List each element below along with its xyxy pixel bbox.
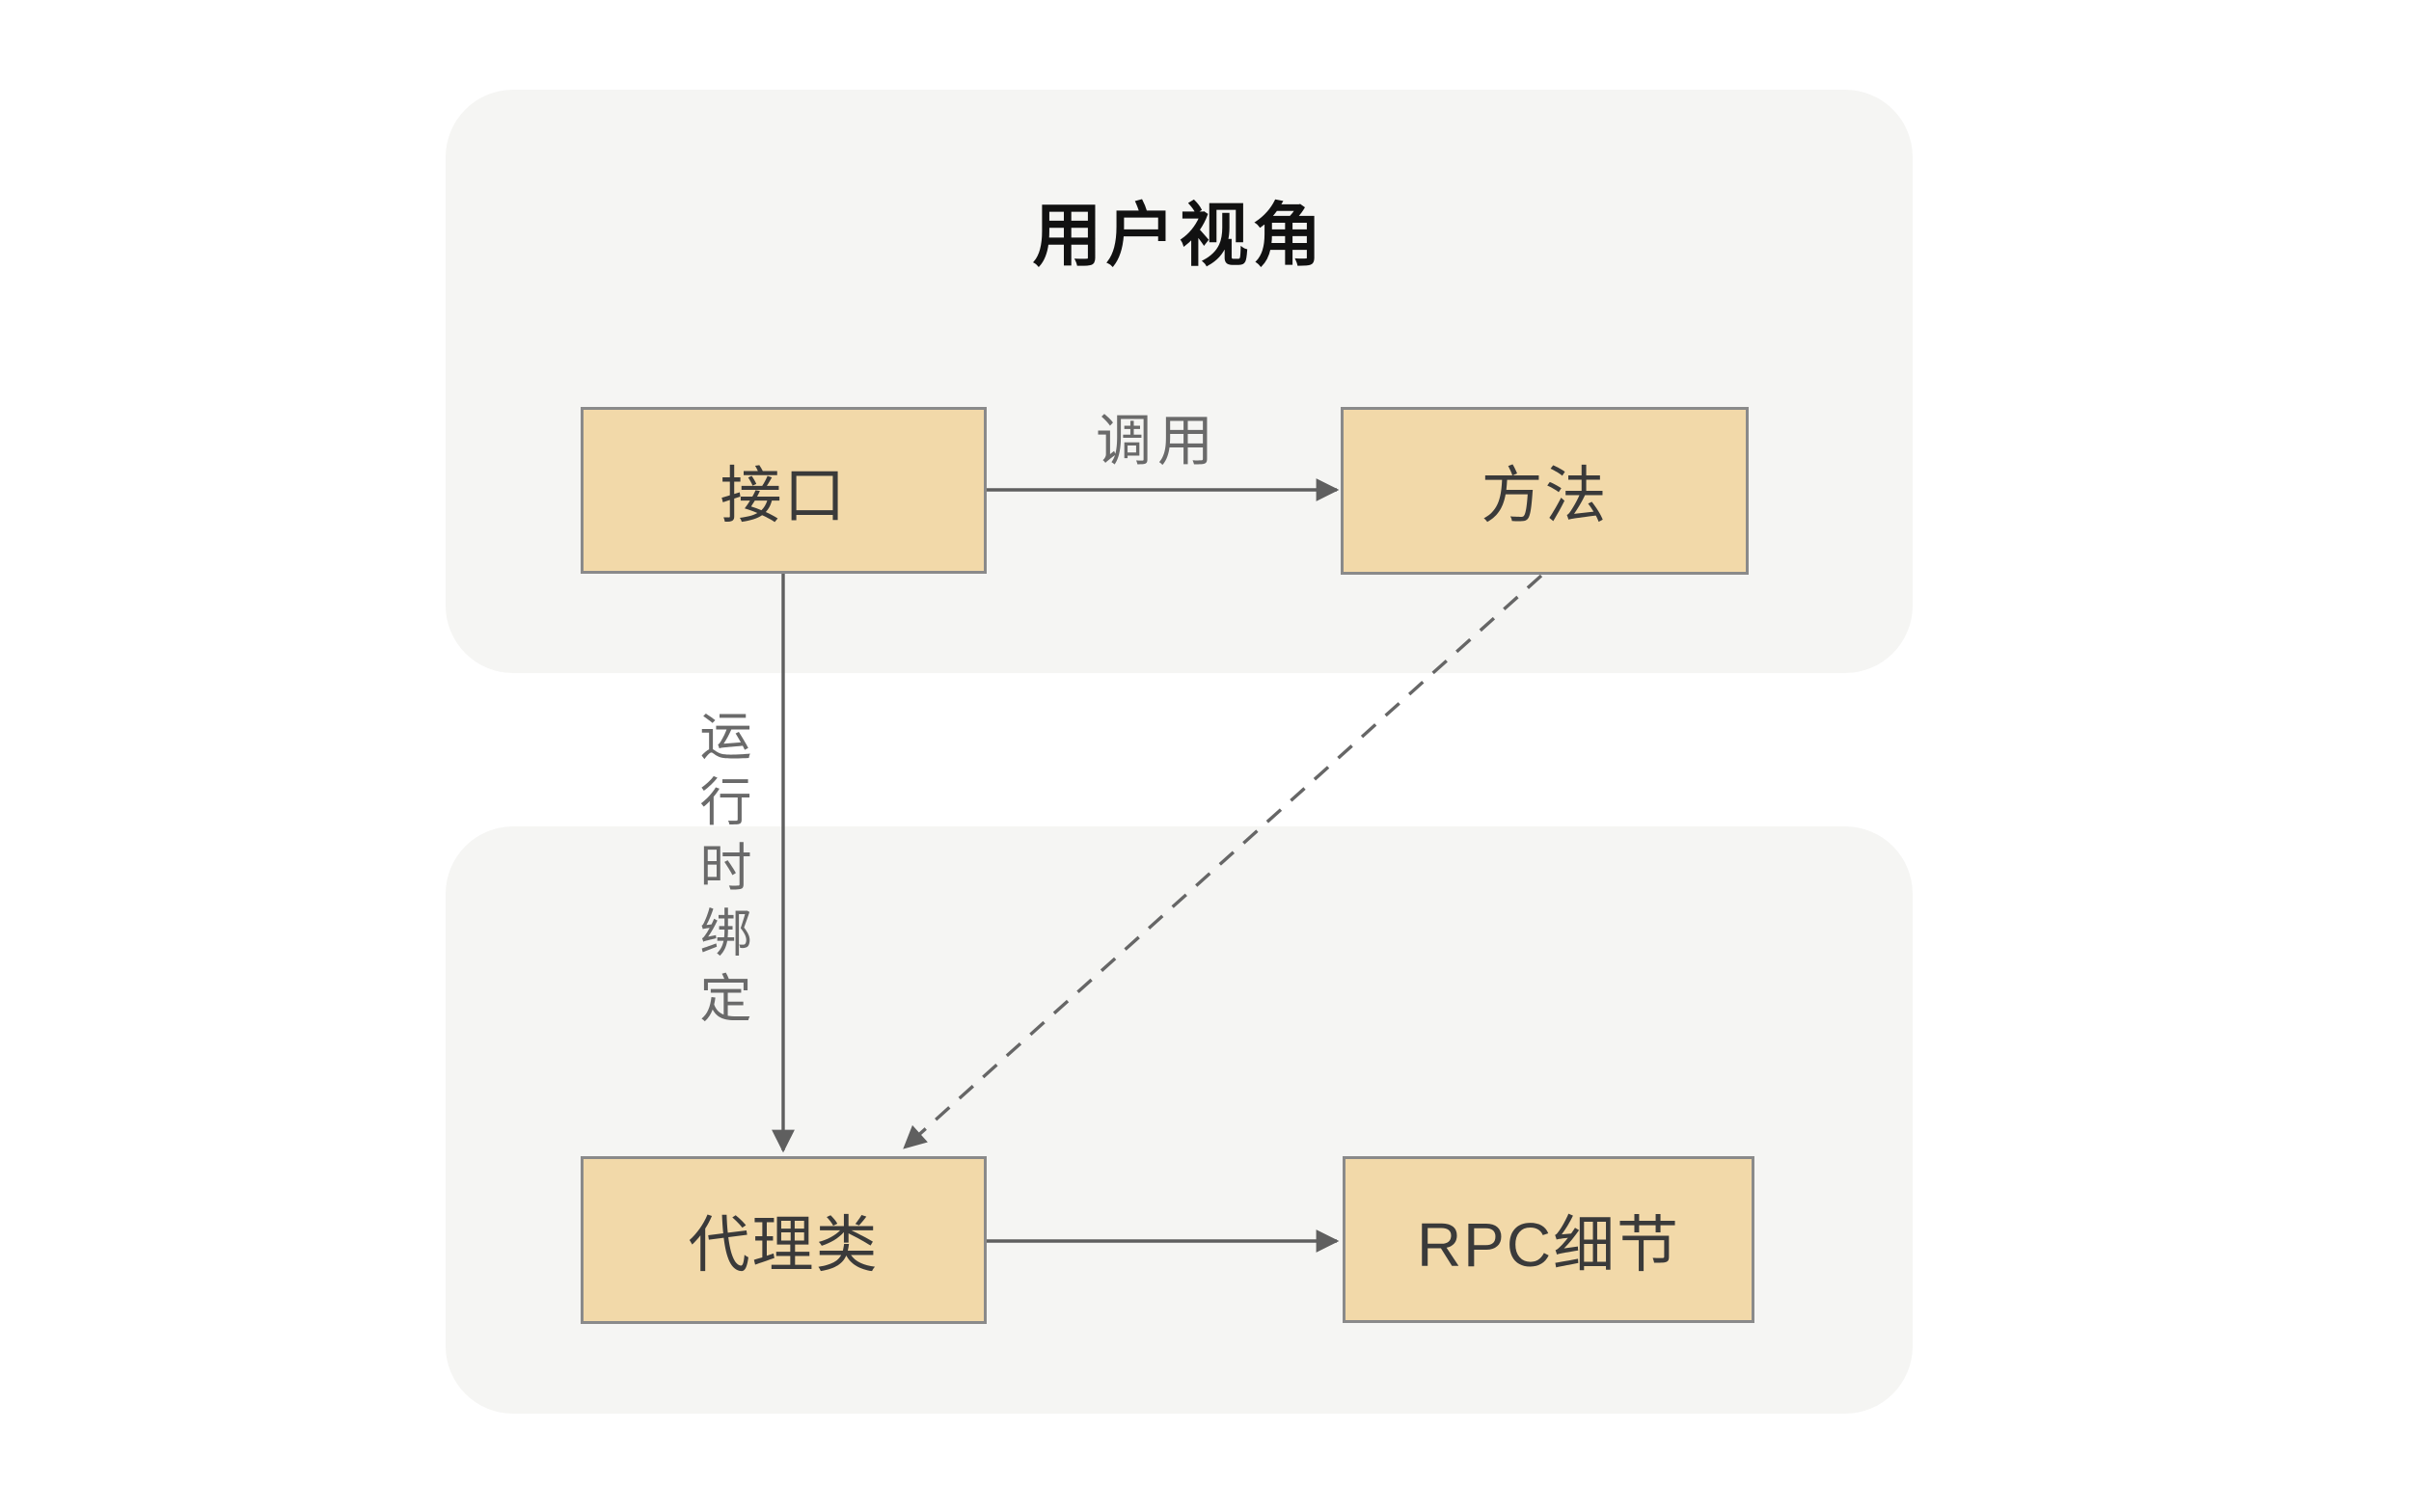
user-perspective-panel xyxy=(446,90,1913,673)
runtime-panel xyxy=(446,826,1913,1414)
node-interface: 接口 xyxy=(581,407,987,574)
node-proxy: 代理类 xyxy=(581,1156,987,1324)
node-rpc-detail: RPC细节 xyxy=(1343,1156,1754,1323)
runtime-binding-edge-label: 运行时绑定 xyxy=(692,709,749,1037)
node-method: 方法 xyxy=(1341,407,1749,575)
user-perspective-title: 用户视角 xyxy=(1032,198,1326,275)
call-edge-label: 调用 xyxy=(1095,410,1220,472)
